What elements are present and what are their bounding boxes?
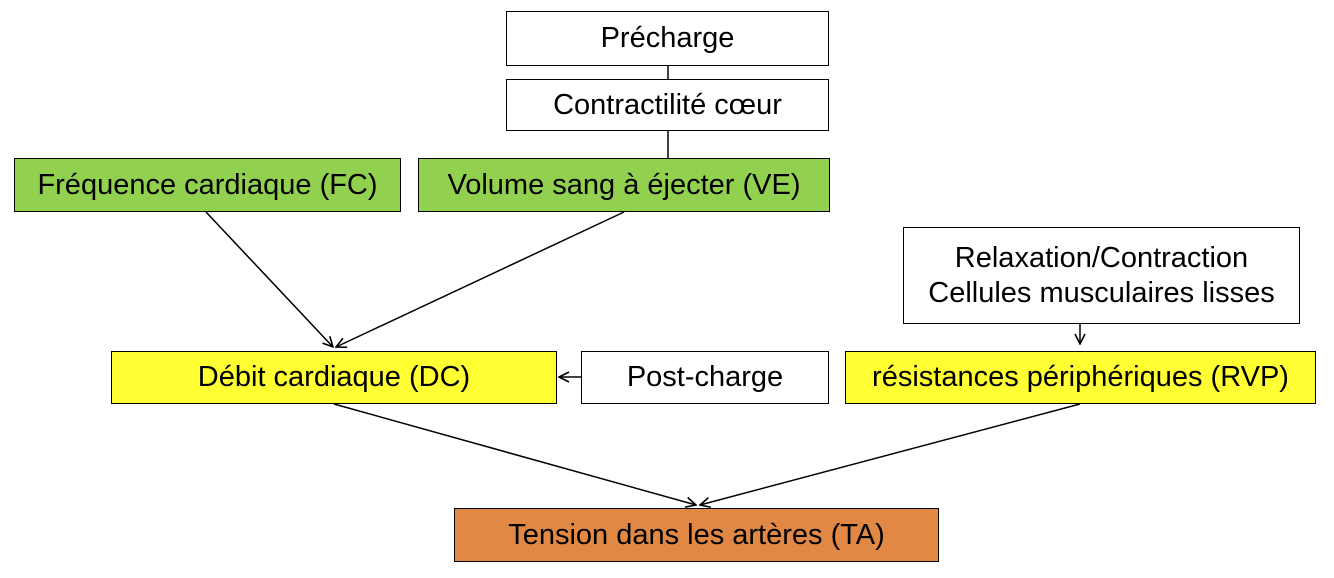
node-frequence-cardiaque-label: Fréquence cardiaque (FC) [37, 168, 378, 201]
node-volume-sang-label: Volume sang à éjecter (VE) [447, 168, 801, 201]
node-debit-cardiaque-label: Débit cardiaque (DC) [197, 361, 471, 394]
node-contractilite-coeur: Contractilité cœur [506, 79, 829, 131]
node-tension-arteres: Tension dans les artères (TA) [454, 508, 939, 562]
node-frequence-cardiaque: Fréquence cardiaque (FC) [14, 158, 401, 212]
edge-ve-dc-arrow [336, 211, 625, 347]
edge-rvp-ta-arrow [700, 403, 1081, 505]
node-relaxation-contraction-line2: Cellules musculaires lisses [928, 276, 1275, 309]
node-precharge-label: Précharge [600, 22, 735, 55]
node-resistances-peripheriques: résistances périphériques (RVP) [845, 351, 1316, 404]
node-volume-sang: Volume sang à éjecter (VE) [418, 158, 830, 212]
node-precharge: Précharge [506, 11, 829, 66]
node-relaxation-contraction: Relaxation/Contraction Cellules musculai… [903, 227, 1300, 324]
node-relaxation-contraction-line1: Relaxation/Contraction [954, 241, 1249, 274]
edge-fc-dc-arrow [205, 211, 333, 347]
node-debit-cardiaque: Débit cardiaque (DC) [111, 351, 557, 404]
node-post-charge-label: Post-charge [626, 361, 784, 394]
node-post-charge: Post-charge [581, 351, 829, 404]
edge-dc-ta-arrow [333, 403, 696, 505]
node-contractilite-coeur-label: Contractilité cœur [553, 88, 782, 121]
node-tension-arteres-label: Tension dans les artères (TA) [508, 518, 885, 551]
node-resistances-peripheriques-label: résistances périphériques (RVP) [872, 361, 1289, 394]
